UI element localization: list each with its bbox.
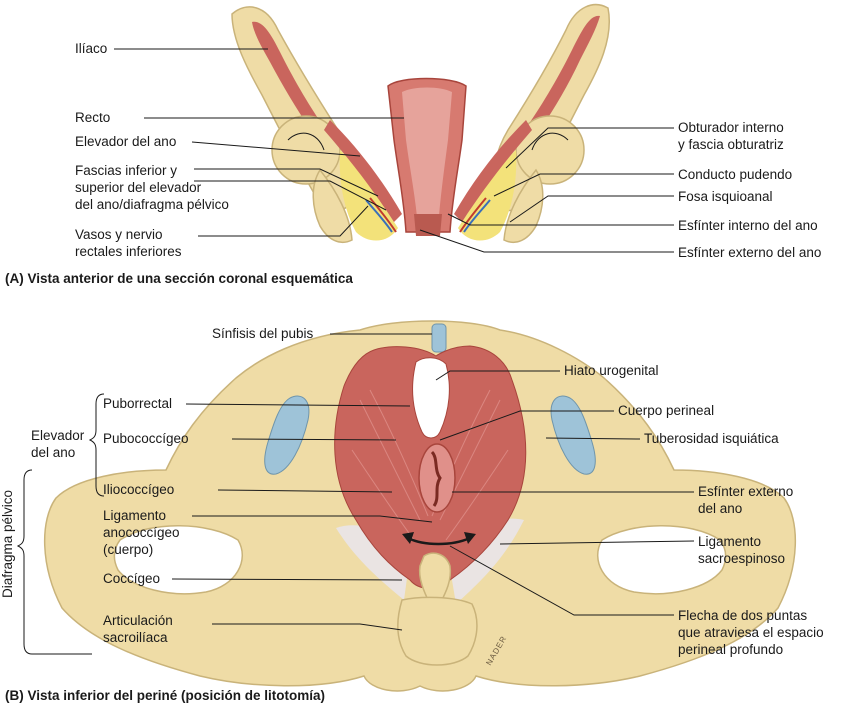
label-esfinter-interno: Esfínter interno del ano <box>678 218 818 233</box>
label-ligamento-anococcigeo-1: Ligamento <box>103 508 167 523</box>
external-anal-sphincter <box>418 443 456 513</box>
label-iliaco: Ilíaco <box>75 41 108 56</box>
label-sinfisis-pubis: Sínfisis del pubis <box>212 326 314 341</box>
label-elevador-ano: Elevador del ano <box>75 134 177 149</box>
label-flecha-3: perineal profundo <box>678 642 784 657</box>
right-iliacus-muscle <box>526 15 600 139</box>
anal-canal <box>430 450 442 507</box>
left-iliacus-muscle <box>252 21 326 140</box>
right-ischium <box>503 168 544 244</box>
label-puborrectal: Puborrectal <box>103 396 173 411</box>
coccyx <box>418 552 452 605</box>
label-articulacion-2: sacroilíaca <box>103 630 168 645</box>
label-cuerpo-perineal: Cuerpo perineal <box>618 403 715 418</box>
label-hiato-urogenital: Hiato urogenital <box>564 363 659 378</box>
label-flecha-2: que atraviesa el espacio <box>678 625 824 640</box>
left-levator-ani <box>324 120 402 222</box>
sacrum <box>397 596 478 666</box>
group-elevador-1: Elevador <box>31 428 85 443</box>
label-vasos-2: rectales inferiores <box>75 244 182 259</box>
right-ischioanal-fat <box>458 150 517 241</box>
label-pubococcigeo: Pubococcígeo <box>103 431 189 446</box>
left-ischium <box>312 168 353 244</box>
label-vasos-1: Vasos y nervio <box>75 227 163 242</box>
label-flecha-1: Flecha de dos puntas <box>678 608 808 623</box>
label-esfinter-externo: Esfínter externo del ano <box>678 245 822 260</box>
label-esfinter-externo-2: del ano <box>698 501 743 516</box>
label-esfinter-externo-1: Esfínter externo <box>698 484 794 499</box>
label-obturador-2: y fascia obturatriz <box>678 137 784 152</box>
group-diafragma-pelvico: Diafragma pélvico <box>0 489 15 598</box>
label-recto: Recto <box>75 110 111 125</box>
pubic-symphysis <box>431 323 447 353</box>
label-sacroespinoso-1: Ligamento <box>698 534 762 549</box>
right-levator-ani <box>454 120 532 222</box>
label-coccigeo: Coccígeo <box>103 571 161 586</box>
right-foramen <box>597 525 727 595</box>
left-foramen <box>113 525 243 595</box>
label-ligamento-anococcigeo-3: (cuerpo) <box>103 542 154 557</box>
label-fascias-3: del ano/diafragma pélvico <box>75 197 229 212</box>
label-fascias-1: Fascias inferior y <box>75 163 178 178</box>
label-articulacion-1: Articulación <box>103 613 173 628</box>
label-sacroespinoso-2: sacroespinoso <box>698 551 786 566</box>
label-conducto-pudendo: Conducto pudendo <box>678 167 793 182</box>
right-ischial-tuberosity <box>550 395 596 475</box>
label-fascias-2: superior del elevador <box>75 180 202 195</box>
label-obturador-1: Obturador interno <box>678 120 784 135</box>
double-headed-arrow <box>407 536 471 546</box>
label-iliococcigeo: Iliococcígeo <box>103 482 175 497</box>
label-tuberosidad-isquiatica: Tuberosidad isquiática <box>644 431 779 446</box>
left-ischioanal-fat <box>339 150 398 241</box>
label-ligamento-anococcigeo-2: anococcígeo <box>103 525 180 540</box>
caption-panel-a: (A) Vista anterior de una sección corona… <box>5 271 353 286</box>
label-fosa-isquioanal: Fosa isquioanal <box>678 189 773 204</box>
caption-panel-b: (B) Vista inferior del periné (posición … <box>5 688 326 703</box>
group-elevador-2: del ano <box>31 445 76 460</box>
rectum-lumen <box>402 87 452 228</box>
left-ischial-tuberosity <box>264 395 310 475</box>
panel-a-illustration <box>114 3 674 253</box>
